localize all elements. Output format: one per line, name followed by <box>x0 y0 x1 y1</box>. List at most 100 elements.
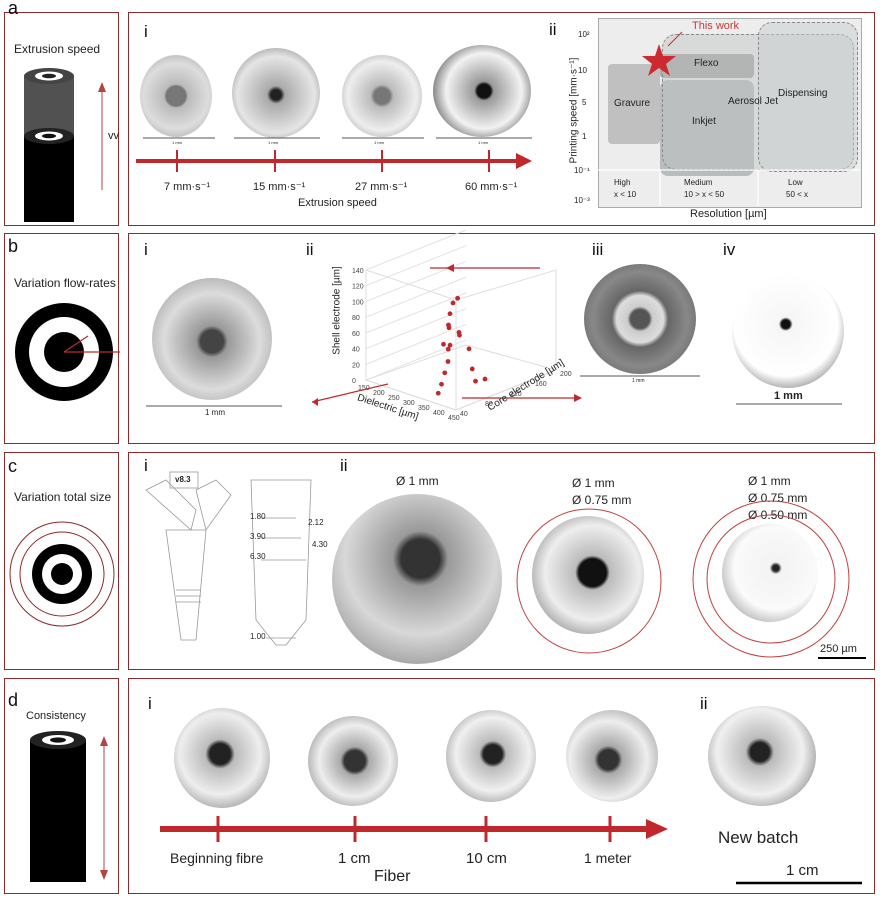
scatter-ytick: 0 <box>352 378 356 385</box>
scatter-xtick: 450 <box>448 415 460 422</box>
scale-b-i: 1 mm <box>205 408 225 417</box>
consistency-section-new-batch <box>708 706 816 806</box>
total-size-rings-illustration <box>9 521 115 627</box>
scale-c-label: 250 µm <box>820 643 857 655</box>
scale-d-label: 1 cm <box>786 862 819 879</box>
position-label-10cm: 10 cm <box>466 850 507 867</box>
ytick-0: 10² <box>578 30 590 39</box>
fiber-caption: Fiber <box>374 868 411 885</box>
panel-b-iv-label: iv <box>723 240 736 259</box>
region-label-dispensing: Dispensing <box>778 88 828 99</box>
scatter-point <box>455 295 461 301</box>
size-cross-section-1mm <box>332 494 502 664</box>
scatter-point <box>466 346 472 352</box>
scale-caption-1: 1 mm <box>172 140 182 145</box>
scatter-ytick: 80 <box>352 315 360 322</box>
panel-a-label: a <box>8 0 19 18</box>
scale-caption-2: 1 mm <box>268 140 278 145</box>
scatter-point <box>445 346 451 352</box>
fiber-position-arrow <box>160 816 668 842</box>
ytick-2: 5 <box>582 98 587 107</box>
scatter-ytick: 140 <box>352 268 364 275</box>
panel-d-label: d <box>8 690 19 710</box>
col-low-range: 50 < x <box>786 190 809 199</box>
panel-a-i-label: i <box>144 22 148 41</box>
scatter-ztick: 40 <box>460 411 468 418</box>
position-label-1m: 1 meter <box>584 850 632 866</box>
consistency-section-begin <box>174 708 270 808</box>
panel-b-i-label: i <box>144 240 148 259</box>
scatter-3d-plot: 0204060801001201401502002503003504004504… <box>352 229 572 422</box>
ytick-5: 10⁻³ <box>574 196 590 205</box>
size-cross-section-050mm <box>722 524 818 622</box>
extrusion-speed-caption: Extrusion speed <box>298 197 377 209</box>
scatter-point <box>457 332 462 338</box>
scalebar-c <box>818 657 866 659</box>
ytick-4: 10⁻¹ <box>574 166 590 175</box>
size-rings-2 <box>516 508 662 654</box>
this-work-label: This work <box>692 20 740 32</box>
scatter-point <box>446 322 451 328</box>
panel-d-ii-label: ii <box>700 694 708 713</box>
chart-a-ii-xlabel: Resolution [µm] <box>690 208 767 220</box>
consistency-section-10cm <box>446 710 536 802</box>
scatter-point <box>469 366 475 372</box>
scatter-xtick: 300 <box>403 400 415 407</box>
scatter-gridline <box>365 323 467 365</box>
panel-b-label: b <box>8 236 19 256</box>
scatter-ylabel: Shell electrode [µm] <box>331 266 343 355</box>
scatter-gridline <box>365 276 467 318</box>
flowrate-rings-illustration <box>15 303 120 401</box>
ytick-1: 10 <box>578 66 587 75</box>
scatter-xtick: 350 <box>418 405 430 412</box>
ytick-3: 1 <box>582 132 587 141</box>
region-label-aerosol: Aerosol Jet <box>728 96 779 107</box>
flowrate-cross-section-iv <box>732 274 844 388</box>
scatter-ytick: 120 <box>352 284 364 291</box>
position-label-begin: Beginning fibre <box>170 850 264 866</box>
dim-5: 6.30 <box>250 552 266 561</box>
region-flexo <box>660 54 754 78</box>
nozzle-version-label: v8.3 <box>175 475 191 484</box>
extrusion-speed-arrow <box>136 150 532 172</box>
col-medium: Medium <box>684 178 713 187</box>
panel-c-label: c <box>8 456 17 476</box>
cross-section-27 <box>342 55 422 137</box>
panel-b-side-title: Variation flow-rates <box>14 276 116 290</box>
col-high: High <box>614 178 631 187</box>
scatter-ytick: 40 <box>352 347 360 354</box>
scalebar-d <box>736 881 862 885</box>
scatter-callout-arrows <box>311 264 582 406</box>
scatter-point <box>447 311 453 317</box>
dim-6: 1.00 <box>250 632 266 641</box>
panel-b-iii-label: iii <box>592 240 604 259</box>
panel-c-ii-label: ii <box>340 456 348 475</box>
consistency-cylinder-illustration <box>30 731 108 882</box>
cross-section-15 <box>232 48 320 138</box>
scalebar-b-i <box>146 375 842 407</box>
scatter-xtick: 200 <box>373 390 385 397</box>
scatter-ytick: 60 <box>352 331 360 338</box>
scatter-point <box>447 342 453 348</box>
panel-c-i-label: i <box>144 456 148 475</box>
scale-caption-4: 1 mm <box>478 140 488 145</box>
size-rings-3 <box>692 500 850 658</box>
consistency-section-1cm <box>308 716 398 806</box>
panel-c-side-title: Variation total size <box>14 490 112 504</box>
region-label-inkjet: Inkjet <box>692 116 716 127</box>
scatter-point <box>482 376 488 382</box>
cross-section-60 <box>433 45 531 137</box>
diameter-label-1: Ø 1 mm <box>396 474 439 488</box>
dim-1: 1.80 <box>250 512 266 521</box>
scale-b-iv: 1 mm <box>774 390 803 402</box>
speed-label-4: 60 mm·s⁻¹ <box>465 181 518 193</box>
nozzle-drawing <box>145 471 312 646</box>
scatter-point <box>442 370 448 376</box>
scale-b-iii: 1 mm <box>632 378 645 384</box>
flowrate-cross-section-i <box>152 278 272 400</box>
scatter-xtick: 150 <box>358 385 370 392</box>
speed-label-2: 15 mm·s⁻¹ <box>253 181 306 193</box>
region-label-gravure: Gravure <box>614 98 651 109</box>
side-arrow-label: vv <box>108 130 119 142</box>
speed-label-1: 7 mm·s⁻¹ <box>164 181 211 193</box>
